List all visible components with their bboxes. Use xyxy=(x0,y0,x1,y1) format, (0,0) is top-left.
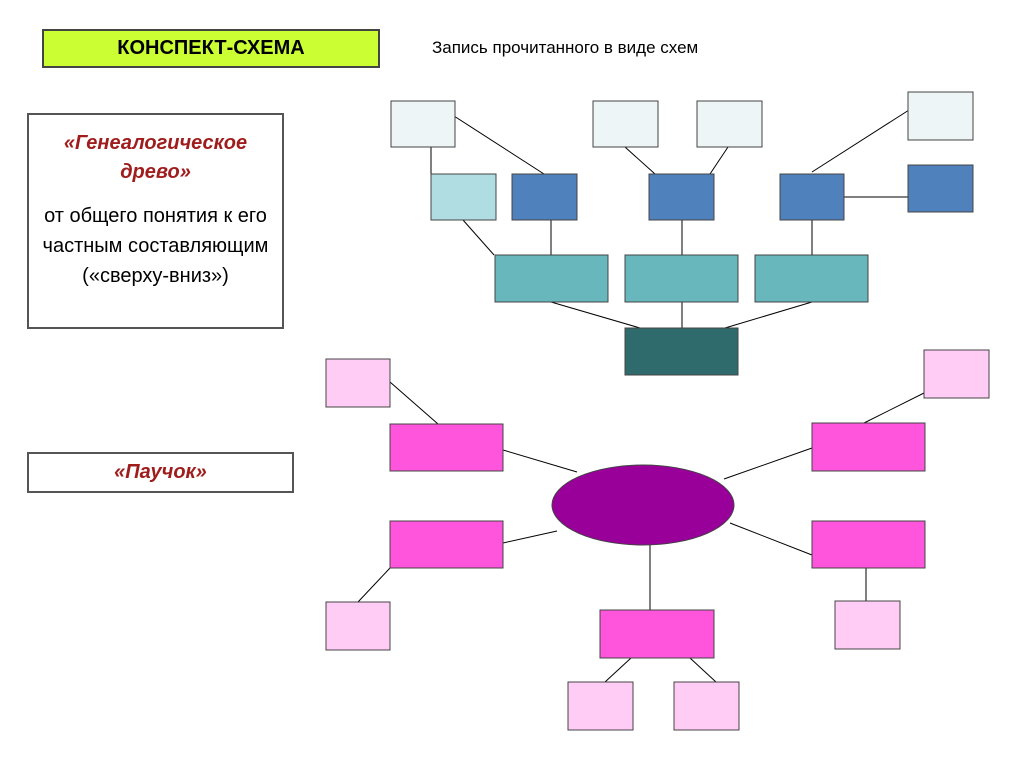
tree-pale-node xyxy=(592,100,659,148)
spider-info-box: «Паучок» xyxy=(27,452,294,493)
tree-mid-node xyxy=(624,254,739,303)
genealogy-description: от общего понятия к его частным составля… xyxy=(42,205,269,287)
tree-nodes xyxy=(390,91,974,376)
tree-root-node xyxy=(624,327,739,376)
spider-leg-node xyxy=(811,422,926,472)
page-title: КОНСПЕКТ-СХЕМА xyxy=(42,29,380,68)
tree-mid-node xyxy=(754,254,869,303)
tree-light-node xyxy=(430,173,497,221)
page-title-text: КОНСПЕКТ-СХЕМА xyxy=(117,37,305,59)
tree-pale-node xyxy=(390,100,456,148)
spider-light-node xyxy=(325,358,391,408)
spider-leg-node xyxy=(389,520,504,569)
spider-light-node xyxy=(923,349,990,399)
spider-leg-node xyxy=(599,609,715,659)
tree-pale-node xyxy=(907,91,974,141)
spider-nodes xyxy=(325,349,990,731)
tree-blue-node xyxy=(511,173,578,221)
spider-light-node xyxy=(567,681,634,731)
page-subtitle: Запись прочитанного в виде схем xyxy=(432,38,699,57)
spider-title: «Паучок» xyxy=(114,461,207,483)
spider-leg-node xyxy=(811,520,926,569)
spider-light-node xyxy=(325,601,391,651)
tree-connectors xyxy=(430,109,910,329)
tree-blue-node xyxy=(648,173,715,221)
tree-blue-node xyxy=(907,164,974,213)
genealogy-info-box: «Генеалогическое древо» от общего поняти… xyxy=(27,113,284,329)
spider-light-node xyxy=(673,681,740,731)
spider-connectors xyxy=(357,381,925,683)
spider-light-node xyxy=(834,600,901,650)
tree-pale-node xyxy=(696,100,763,148)
spider-body xyxy=(551,464,735,546)
tree-blue-node xyxy=(779,173,845,221)
genealogy-title: «Генеалогическое древо» xyxy=(63,132,248,183)
tree-mid-node xyxy=(494,254,609,303)
spider-leg-node xyxy=(389,423,504,472)
